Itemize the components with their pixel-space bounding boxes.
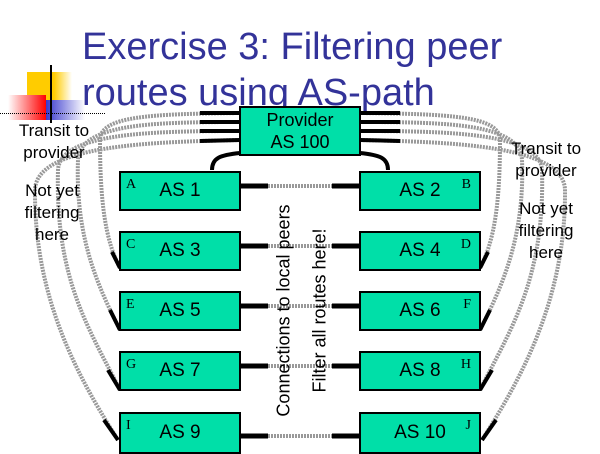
label-line: here (528, 243, 564, 262)
node-letter: J (465, 418, 471, 433)
provider-links (210, 151, 390, 171)
node-letter: F (463, 297, 471, 312)
node-name: AS 2 (399, 180, 441, 201)
label-line: provider (515, 161, 577, 180)
node-name: AS 5 (159, 300, 201, 321)
peer-links (240, 183, 360, 439)
as-node: C AS 3 (119, 231, 241, 271)
label-line: Not yet (519, 199, 573, 218)
node-letter: C (126, 237, 136, 252)
node-name: AS 10 (394, 422, 446, 443)
as-node: G AS 7 (119, 351, 241, 391)
as-node: I AS 9 (119, 412, 241, 454)
provider-as100-node: Provider AS 100 (239, 106, 361, 156)
as-node: D AS 4 (359, 231, 481, 271)
filter-annotation: Filter all routes here! (309, 228, 330, 393)
label-line: filtering (518, 221, 574, 240)
as-node: J AS 10 (359, 412, 481, 454)
node-letter: B (461, 177, 471, 192)
label-line: here (34, 225, 70, 244)
node-letter: E (126, 297, 135, 312)
transit-link-ends (102, 111, 498, 442)
node-name: AS 6 (399, 300, 441, 321)
node-name: AS 3 (159, 240, 201, 261)
provider-asn: AS 100 (270, 132, 330, 152)
label-line: provider (23, 143, 85, 162)
label-line: Transit to (18, 121, 90, 140)
peers-annotation: Connections to local peers (273, 204, 294, 417)
node-letter: A (126, 177, 137, 192)
node-name: AS 1 (159, 180, 201, 201)
provider-label: Provider (266, 110, 334, 130)
as-node: B AS 2 (359, 171, 481, 211)
as-node: H AS 8 (359, 351, 481, 391)
as-node: E AS 5 (119, 291, 241, 331)
node-name: AS 8 (399, 360, 441, 381)
left-transit-label: Transit to provider (4, 120, 104, 164)
label-line: Transit to (510, 139, 582, 158)
left-notyet-label: Not yet filtering here (2, 180, 102, 246)
as-node: F AS 6 (359, 291, 481, 331)
node-name: AS 4 (399, 240, 441, 261)
right-notyet-label: Not yet filtering here (496, 198, 596, 264)
right-transit-label: Transit to provider (496, 138, 596, 182)
node-letter: D (460, 237, 471, 252)
label-line: filtering (24, 203, 80, 222)
transit-links (32, 111, 568, 442)
label-line: Not yet (25, 181, 79, 200)
node-letter: H (460, 357, 471, 372)
title-line-1: Exercise 3: Filtering peer (82, 26, 503, 68)
node-letter: I (126, 418, 131, 433)
node-name: AS 7 (159, 360, 201, 381)
as-node: A AS 1 (119, 171, 241, 211)
node-name: AS 9 (159, 422, 201, 443)
node-letter: G (126, 357, 137, 372)
